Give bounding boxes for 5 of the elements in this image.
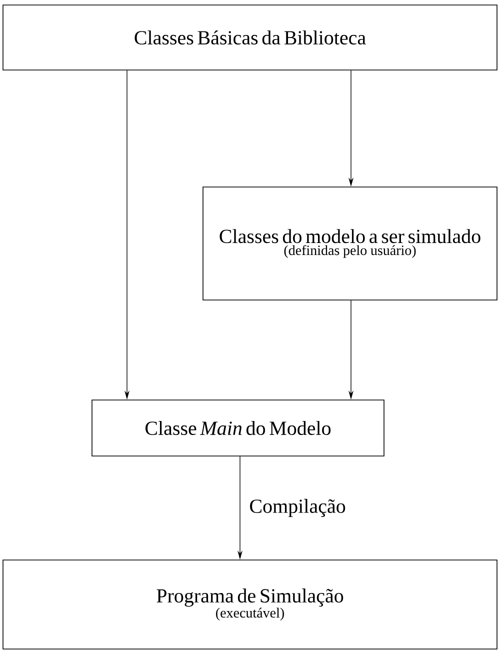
process-box: Classe Main do Modelo: [92, 400, 384, 456]
process-box: Programa de Simulação (executável): [2, 560, 498, 650]
process-box: Classes Básicas da Biblioteca: [2, 4, 498, 70]
process-box: Classes do modelo a ser simulado (definidas pelo usuário): [202, 186, 498, 300]
edge-label: Compilação: [248, 498, 347, 518]
